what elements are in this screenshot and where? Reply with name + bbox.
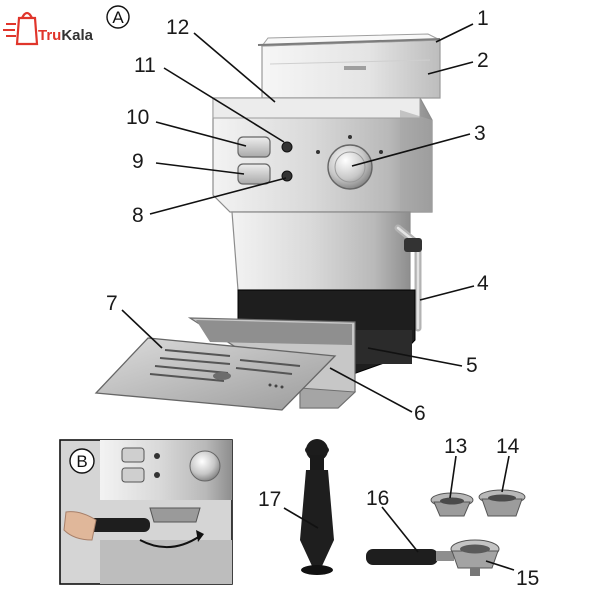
panel-b-inset: B [59, 439, 233, 585]
leader-14 [501, 455, 510, 493]
filter-basket-13 [430, 492, 474, 517]
leader-12 [193, 32, 276, 103]
leader-2 [427, 61, 474, 75]
panel-b-label: B [76, 452, 87, 471]
water-tank [260, 33, 441, 99]
shopping-bag-icon [3, 11, 39, 46]
leader-7 [121, 309, 163, 349]
button-10 [237, 136, 271, 158]
callout-17: 17 [258, 488, 281, 511]
espresso-machine [94, 33, 441, 411]
callout-10: 10 [126, 106, 149, 129]
callout-3: 3 [474, 122, 486, 145]
callout-13: 13 [444, 435, 467, 458]
callout-6: 6 [414, 402, 426, 425]
leader-1 [435, 23, 474, 43]
indicator-light-8 [281, 170, 293, 182]
steam-wand [394, 224, 422, 332]
leader-13 [449, 455, 457, 499]
tamper [300, 439, 334, 575]
portafilter [366, 539, 500, 576]
leader-3 [351, 133, 471, 167]
callout-16: 16 [366, 487, 389, 510]
brand-name-part2: Kala [61, 27, 93, 44]
callout-labels: 1 2 3 4 5 6 7 8 9 10 11 12 13 14 15 16 1… [106, 7, 539, 590]
leader-10 [155, 121, 247, 147]
portafilter-handle-inset [80, 518, 150, 532]
filter-basket-14 [478, 489, 526, 517]
leader-6 [329, 367, 413, 413]
callout-12: 12 [166, 16, 189, 39]
selector-knob [316, 135, 383, 190]
leader-16 [381, 506, 419, 553]
leader-11 [163, 67, 285, 143]
brand-name-part1: Tru [38, 27, 61, 44]
callout-11: 11 [134, 54, 156, 77]
leader-4 [419, 285, 475, 301]
callout-9: 9 [132, 150, 144, 173]
panel-a-label: A [112, 8, 124, 27]
machine-lower-body [231, 211, 411, 291]
panel-a-marker: A [106, 5, 130, 29]
leader-lines [121, 23, 515, 571]
leader-5 [367, 347, 463, 367]
callout-2: 2 [477, 49, 489, 72]
svg-text:TruKala: TruKala [38, 27, 94, 44]
indicator-light-11 [281, 141, 293, 153]
callout-14: 14 [496, 435, 520, 458]
tank-lid [257, 38, 441, 46]
trukala-logo: TruKala [3, 11, 94, 46]
hand-icon [63, 511, 97, 541]
leader-8 [149, 177, 287, 215]
callout-1: 1 [477, 7, 489, 30]
leader-9 [155, 162, 245, 175]
callout-8: 8 [132, 204, 144, 227]
leader-17 [283, 507, 319, 529]
callout-15: 15 [516, 567, 539, 590]
callout-7: 7 [106, 292, 118, 315]
callout-5: 5 [466, 354, 478, 377]
drip-tray-grid [94, 337, 337, 411]
callout-4: 4 [477, 272, 489, 295]
rotate-arrow-icon [139, 535, 201, 549]
leader-15 [485, 560, 515, 571]
